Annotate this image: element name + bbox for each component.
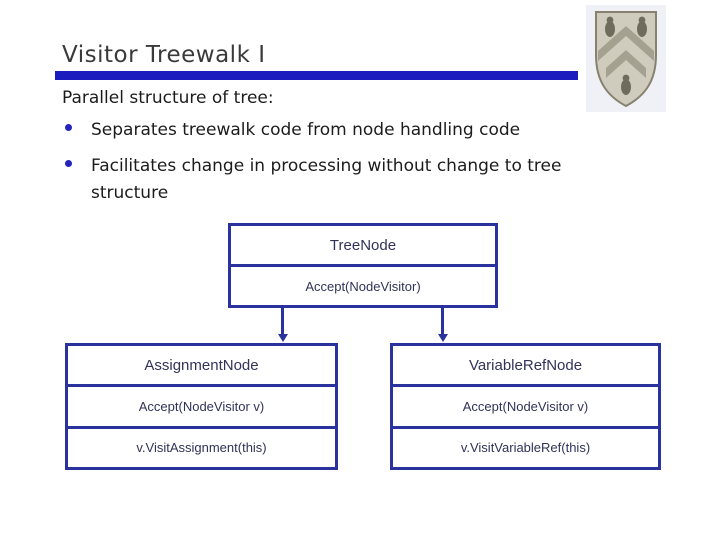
connector-line-left <box>281 308 284 336</box>
rice-crest-logo <box>586 5 666 112</box>
connector-line-right <box>441 308 444 336</box>
bullet-text: Facilitates change in processing without… <box>91 156 562 203</box>
intro-text: Parallel structure of tree: <box>62 88 274 108</box>
bullet-dot-icon <box>65 124 72 131</box>
cell-class-name: VariableRefNode <box>468 356 583 374</box>
page-title: Visitor Treewalk I <box>62 42 266 68</box>
arrow-down-icon <box>278 334 288 342</box>
treenode-box: TreeNode Accept(NodeVisitor) <box>228 223 498 308</box>
variablerefnode-box: VariableRefNode Accept(NodeVisitor v) v.… <box>390 343 661 470</box>
bullet-item: Separates treewalk code from node handli… <box>62 117 611 143</box>
arrow-down-icon <box>438 334 448 342</box>
cell-method: Accept(NodeVisitor) <box>231 264 495 305</box>
bullet-text: Separates treewalk code from node handli… <box>91 120 521 140</box>
cell-method: Accept(NodeVisitor v) <box>393 384 658 425</box>
cell-class-name: AssignmentNode <box>144 356 259 374</box>
bullet-dot-icon <box>65 160 72 168</box>
bullet-item: Facilitates change in processing without… <box>62 153 611 206</box>
body-text-block: Parallel structure of tree: Separates tr… <box>62 88 611 216</box>
cell-method-body: v.VisitVariableRef(this) <box>393 425 658 467</box>
cell-method-body: v.VisitAssignment(this) <box>68 425 335 467</box>
cell-method: Accept(NodeVisitor v) <box>68 384 335 425</box>
shield-icon <box>586 5 666 112</box>
assignmentnode-box: AssignmentNode Accept(NodeVisitor v) v.V… <box>65 343 338 470</box>
title-rule-bar <box>55 71 578 80</box>
cell-class-name: TreeNode <box>329 236 397 254</box>
